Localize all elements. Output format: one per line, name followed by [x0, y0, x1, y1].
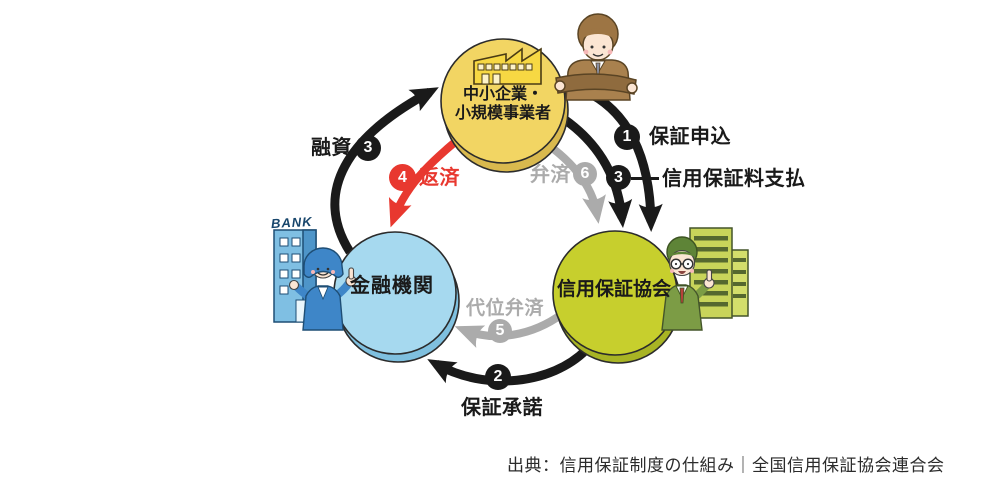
cga-node-label: 信用保証協会 [556, 279, 671, 300]
cga-staff-character [661, 236, 715, 331]
subrogation-arrow [454, 310, 565, 348]
loan-label: 融資 [311, 137, 352, 159]
step-badge-fee: 3 [606, 165, 631, 190]
factory-icon [473, 47, 542, 85]
bank-node-label: 金融機関 [350, 275, 434, 297]
application-label: 保証申込 [649, 126, 731, 148]
node-circles [333, 38, 681, 364]
fee-label: 信用保証料支払 [662, 168, 806, 190]
fee-label-connector [631, 177, 659, 180]
bank-staff-character [288, 247, 357, 331]
reimbursement-label: 弁済 [530, 164, 571, 186]
source-attribution: 出典：信用保証制度の仕組み｜全国信用保証協会連合会 [507, 456, 945, 475]
repayment-label: 返済 [419, 167, 460, 189]
bank-building-sign: BANK [270, 213, 313, 232]
guarantee-fee-arrow [555, 111, 633, 228]
step-badge-subrogation: 5 [488, 319, 512, 343]
sme-owner-character [554, 13, 638, 101]
step-badge-approval: 2 [485, 364, 511, 390]
guarantee-application-arrow [576, 83, 663, 232]
step-badge-reimbursement: 6 [573, 162, 597, 186]
sme-label-line1: 中小企業・ [462, 86, 543, 103]
step-badge-repayment: 4 [389, 164, 416, 191]
subrogation-label: 代位弁済 [466, 298, 545, 319]
guarantee-approval-arrow [427, 346, 590, 386]
step-badge-loan: 3 [355, 135, 381, 161]
step-badge-application: 1 [614, 124, 640, 150]
sme-node-label: 中小企業・ 小規模事業者 [428, 85, 578, 123]
approval-label: 保証承諾 [461, 397, 543, 419]
sme-label-line2: 小規模事業者 [454, 105, 551, 122]
loan-arrow [330, 87, 439, 255]
